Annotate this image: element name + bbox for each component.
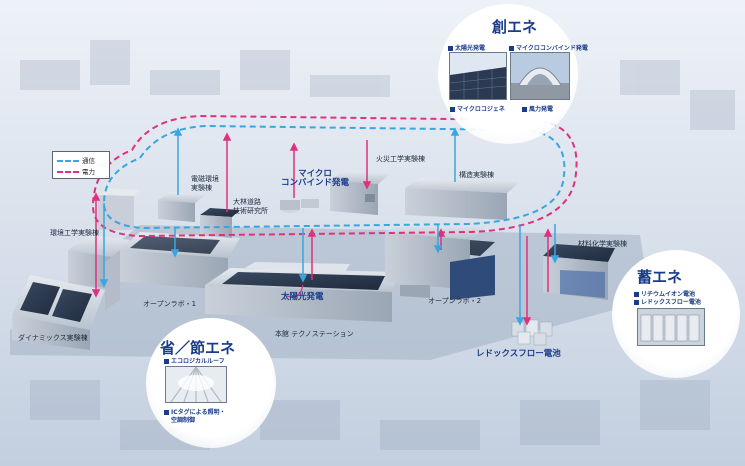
building-openlab1 [105,232,240,310]
chiku-ene-item-redox: レドックスフロー電池 [634,297,701,306]
sou-ene-item-micro: マイクロコンバインド発電 [509,43,588,52]
callout-micro-line2: コンバインド発電 [281,178,350,188]
building-micro-plant [280,199,319,213]
legend-power-label: 電力 [82,168,95,176]
sou-ene-item-solar: 太陽光発電 [448,43,485,52]
legend-comm-label: 通信 [82,157,95,165]
solar-panel-photo [449,52,507,100]
label-denji-line1: 電磁環境 [191,175,219,183]
sho-ene-item-1-text: エコロジカルルーフ [171,358,225,365]
chiku-ene-title: 蓄エネ [637,268,683,286]
chiku-ene-bullet-2 [634,300,639,305]
ecological-roof-photo [165,366,227,403]
sho-ene-item-roof: エコロジカルルーフ [164,356,225,365]
label-obayashi-line1: 大林道路 [233,198,261,206]
sou-ene-bullet-1 [448,46,453,51]
legend-row-power: 電力 [57,166,95,176]
building-denji [158,192,205,222]
battery-photo [637,308,705,346]
chiku-ene-bullet-1 [634,292,639,297]
comm-arrows [99,127,560,326]
label-kasai: 火災工学実験棟 [376,155,425,163]
sou-ene-bullet-2 [509,46,514,51]
label-obayashi-line2: 技術研究所 [233,207,268,215]
sho-ene-item-hvac: 空調制御 [171,417,196,424]
sou-ene-item-4-text: 風力発電 [529,106,554,113]
building-dynamics [12,275,105,350]
callout-micro-line1: マイクロ [298,169,332,179]
sou-ene-item-cogen: マイクロコジェネ [450,104,505,113]
chiku-ene-item-lithium: リチウムイオン電池 [634,289,695,298]
building-openlab2 [385,222,495,300]
sou-ene-item-1-text: 太陽光発電 [455,45,486,52]
label-denji-line2: 実験棟 [191,184,212,192]
sho-ene-title: 省／節エネ [160,339,236,357]
building-kouzou [405,178,520,220]
callout-redox: レドックスフロー電池 [476,349,561,359]
chiku-ene-item-2-text: レドックスフロー電池 [641,299,701,306]
sou-ene-title: 創エネ [492,18,538,36]
chiku-ene-item-1-text: リチウムイオン電池 [641,291,696,298]
sou-ene-item-3-text: マイクロコジェネ [457,106,505,113]
label-obayashi: 大林道路 技術研究所 [233,198,268,216]
sou-ene-bullet-4 [522,107,527,112]
label-kankyo: 環境工学実験棟 [50,229,99,237]
comm-loop [102,124,566,230]
power-loop [91,114,578,238]
callout-micro-combined: マイクロ コンバインド発電 [281,170,349,188]
legend-power-swatch [57,171,79,173]
micro-combined-photo [510,52,570,100]
sho-ene-bullet-1 [164,359,169,364]
label-openlab1: オープンラボ・1 [143,300,197,308]
building-zairyo [543,244,615,300]
label-kouzou: 構造実験棟 [459,171,494,179]
sho-ene-item-2-text: ICタグによる照明・ [171,409,226,416]
legend-box: 通信 電力 [52,151,110,179]
building-kasai [330,170,390,215]
label-zairyo: 材料化学実験棟 [578,240,627,248]
building-redox-tanks [511,319,553,346]
sho-ene-item-ictag: ICタグによる照明・ [164,407,225,416]
label-dynamics: ダイナミックス実験棟 [18,334,88,342]
callout-solar: 太陽光発電 [281,292,324,302]
power-arrows [91,132,553,326]
label-honkan: 本館 テクノステーション [275,330,354,338]
sou-ene-item-2-text: マイクロコンバインド発電 [516,45,588,52]
sho-ene-bullet-2 [164,410,169,415]
network-loops [91,114,578,238]
sou-ene-bullet-3 [450,107,455,112]
legend-comm-swatch [57,160,79,162]
legend-row-comm: 通信 [57,155,95,165]
sou-ene-item-wind: 風力発電 [522,104,553,113]
label-denji: 電磁環境 実験棟 [191,175,219,193]
label-openlab2: オープンラボ・2 [428,297,482,305]
